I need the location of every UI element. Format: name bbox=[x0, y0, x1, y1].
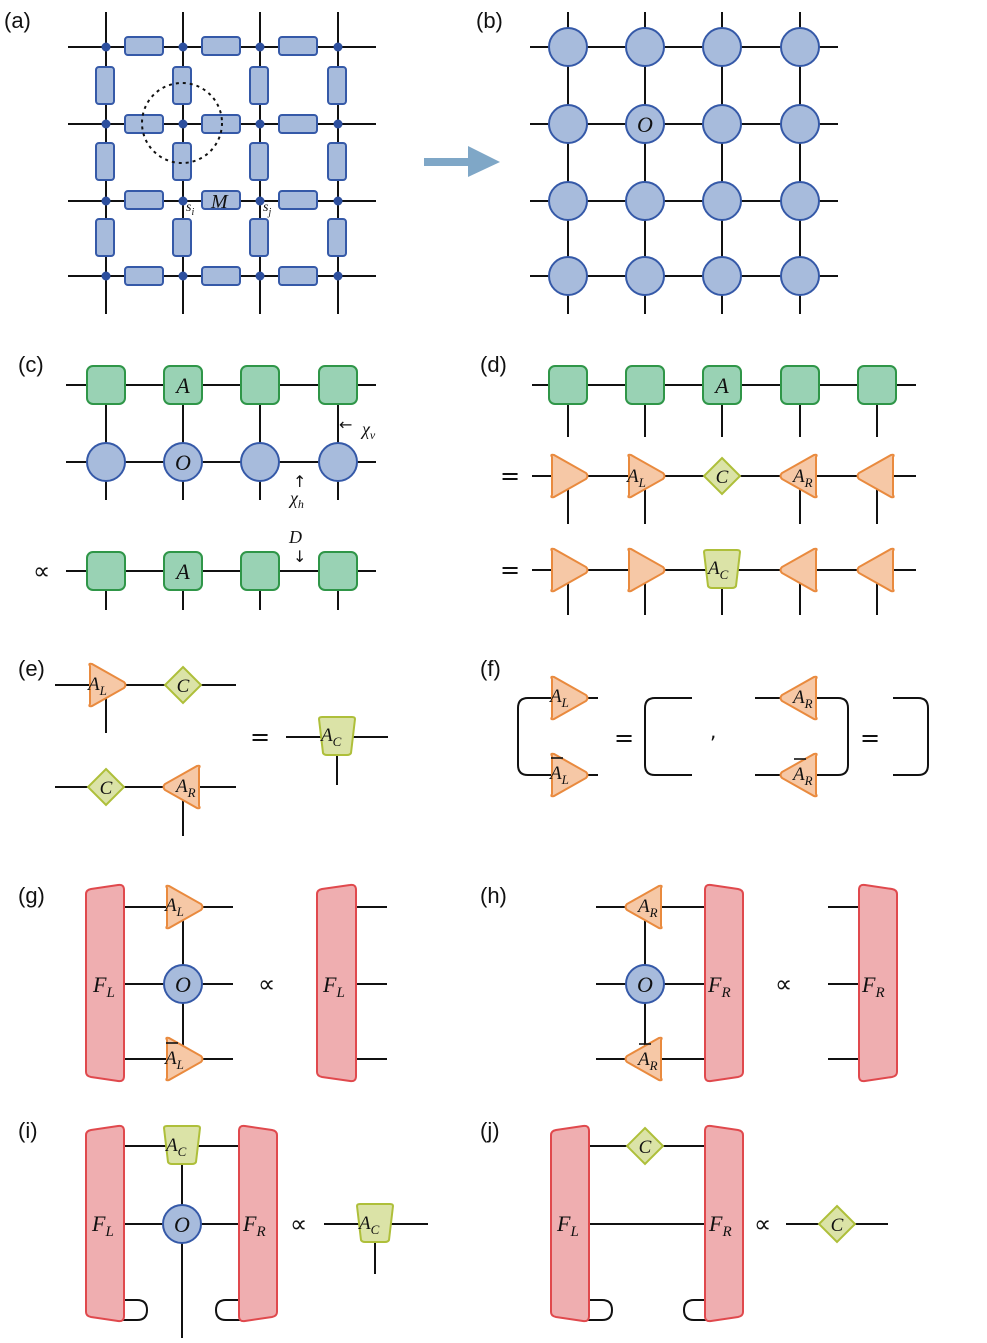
panel-label-i: (i) bbox=[18, 1118, 38, 1143]
mpo-O bbox=[163, 442, 203, 482]
symbol-ALbar-f: AL bbox=[548, 763, 569, 787]
symbol-AR-e: AR bbox=[174, 776, 196, 800]
label-sj: sj bbox=[263, 200, 271, 218]
panel-f: (f) AL AL = , AR AR = bbox=[480, 656, 929, 798]
label-si: si bbox=[186, 200, 194, 218]
symbol-O-c: O bbox=[175, 450, 191, 475]
panel-label-a: (a) bbox=[4, 8, 31, 33]
panel-j: (j) FL C FR ∝ C bbox=[480, 1118, 888, 1323]
symbol-ALbar-g: AL bbox=[163, 1048, 184, 1072]
proportional-g: ∝ bbox=[258, 970, 275, 998]
panel-c: (c) A O ← χv ↑ χh ∝ bbox=[18, 352, 376, 610]
proportional-j: ∝ bbox=[754, 1210, 771, 1238]
symbol-ARbar-f: AR bbox=[791, 764, 813, 788]
panel-d: (d) A = AL C AR = bbox=[480, 352, 916, 615]
symbol-FL-g1: FL bbox=[92, 972, 115, 1001]
label-chi-v: χv bbox=[360, 419, 376, 442]
bond-tensors-horizontal bbox=[124, 36, 318, 286]
label-D: D bbox=[288, 527, 302, 547]
symbol-A-d: A bbox=[713, 373, 729, 398]
symbol-FR-h2: FR bbox=[861, 972, 885, 1001]
panel-b: (b) O bbox=[476, 8, 838, 314]
mps-A-top bbox=[163, 365, 203, 405]
equals-f2: = bbox=[860, 724, 880, 752]
panel-label-c: (c) bbox=[18, 352, 44, 377]
symbol-FL-j: FL bbox=[556, 1211, 579, 1240]
panel-i: (i) FL AC O FR ∝ AC bbox=[18, 1118, 428, 1338]
panel-h: (h) AR O AR FR ∝ FR bbox=[480, 883, 898, 1083]
panel-label-h: (h) bbox=[480, 883, 507, 908]
lattice-sites bbox=[101, 42, 343, 281]
panel-g: (g) FL AL O AL ∝ FL bbox=[18, 883, 387, 1083]
panel-label-e: (e) bbox=[18, 656, 45, 681]
symbol-FL-g2: FL bbox=[322, 972, 345, 1001]
symbol-AC-d: AC bbox=[706, 558, 729, 582]
symbol-C-d: C bbox=[716, 467, 729, 488]
symbol-O-b: O bbox=[637, 112, 653, 137]
equals-d2: = bbox=[500, 556, 520, 584]
symbol-AL-f1: AL bbox=[548, 686, 569, 710]
panel-label-b: (b) bbox=[476, 8, 503, 33]
impurity-tensor-O bbox=[625, 104, 665, 144]
symbol-AR-f1: AR bbox=[791, 687, 813, 711]
symbol-AL-g: AL bbox=[163, 895, 184, 919]
symbol-AC-i1: AC bbox=[164, 1135, 187, 1159]
symbol-A-c2: A bbox=[174, 559, 190, 584]
symbol-AR-d: AR bbox=[791, 466, 813, 490]
symbol-M: M bbox=[210, 191, 229, 213]
bond-tensor-M bbox=[201, 190, 241, 210]
panel-label-j: (j) bbox=[480, 1118, 500, 1143]
symbol-AL-e: AL bbox=[86, 674, 107, 698]
proportional-h: ∝ bbox=[775, 970, 792, 998]
panel-label-d: (d) bbox=[480, 352, 507, 377]
symbol-C-j2: C bbox=[831, 1215, 844, 1236]
symbol-ARbar-h: AR bbox=[636, 1049, 658, 1073]
symbol-O-h: O bbox=[637, 972, 653, 997]
arrow-D: ↓ bbox=[293, 547, 306, 566]
comma-f: , bbox=[710, 719, 716, 743]
symbol-AC-e: AC bbox=[319, 725, 342, 749]
panel-label-g: (g) bbox=[18, 883, 45, 908]
symbol-AC-i2: AC bbox=[357, 1213, 380, 1237]
symbol-AL-d: AL bbox=[625, 466, 646, 490]
equals-f1: = bbox=[614, 724, 634, 752]
symbol-O-g: O bbox=[175, 972, 191, 997]
symbol-C-j1: C bbox=[639, 1137, 652, 1158]
arrow-chi-h: ↑ bbox=[293, 472, 306, 491]
arrow-chi-v: ← bbox=[339, 415, 352, 434]
symbol-C-e2: C bbox=[100, 778, 113, 799]
panel-label-f: (f) bbox=[480, 656, 501, 681]
bond-tensors-vertical bbox=[95, 66, 347, 257]
symbol-FR-j: FR bbox=[708, 1211, 732, 1240]
proportional-c: ∝ bbox=[33, 557, 50, 585]
site-tensors bbox=[548, 27, 820, 296]
symbol-FL-i: FL bbox=[91, 1211, 114, 1240]
coarse-grain-circle bbox=[141, 82, 223, 164]
proportional-i: ∝ bbox=[290, 1210, 307, 1238]
symbol-C-e1: C bbox=[177, 676, 190, 697]
label-chi-h: χh bbox=[288, 488, 304, 511]
equals-d1: = bbox=[500, 462, 520, 490]
symbol-A-c1: A bbox=[174, 373, 190, 398]
symbol-O-i: O bbox=[174, 1212, 190, 1237]
transform-arrow bbox=[424, 146, 500, 177]
symbol-FR-h1: FR bbox=[707, 972, 731, 1001]
equals-e: = bbox=[250, 723, 270, 751]
panel-e: (e) AL C C AR = AC bbox=[18, 656, 388, 836]
symbol-FR-i: FR bbox=[242, 1211, 266, 1240]
panel-a: (a) bbox=[4, 8, 376, 314]
symbol-AR-h: AR bbox=[636, 896, 658, 920]
